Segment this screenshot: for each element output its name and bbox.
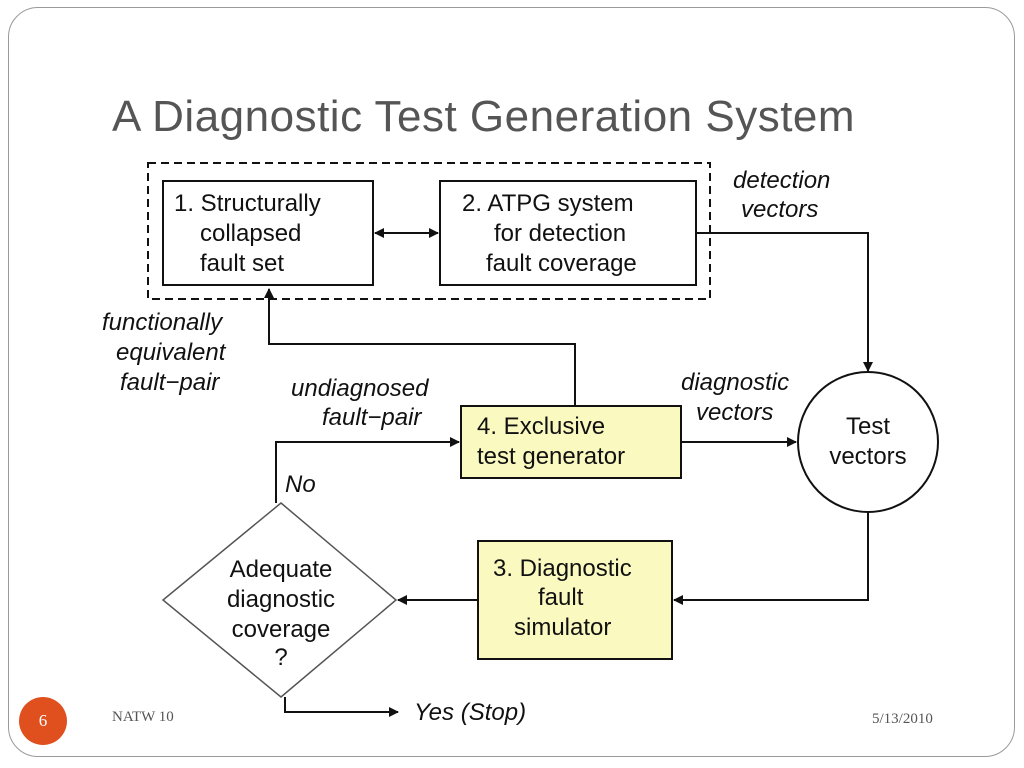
label-equivalent: equivalent xyxy=(116,339,227,366)
label-diagnostic-vectors: vectors xyxy=(696,399,773,426)
box-exclusive-line-2: test generator xyxy=(477,443,625,470)
label-fault-pair-2: fault−pair xyxy=(322,404,422,431)
label-yes-stop: Yes (Stop) xyxy=(414,699,526,726)
dashed-group xyxy=(147,162,711,300)
box-exclusive-test-generator xyxy=(460,405,682,479)
slide-number-badge: 6 xyxy=(19,697,67,745)
decision-diamond xyxy=(161,502,398,698)
box-fault-set-line-2: collapsed xyxy=(200,220,301,247)
arrow-no-to-exclusive xyxy=(275,437,460,503)
label-detection-vectors: vectors xyxy=(741,196,818,223)
decision-line-2: diagnostic xyxy=(227,586,335,613)
arrow-test-vectors-to-simulator xyxy=(673,512,869,605)
label-functionally: functionally xyxy=(102,309,224,336)
box-atpg-line-3: fault coverage xyxy=(486,250,637,277)
box-simulator-line-3: simulator xyxy=(514,614,611,641)
arrow-yes-stop xyxy=(284,697,399,717)
slide-frame xyxy=(8,7,1015,757)
decision-line-3: coverage xyxy=(232,616,331,643)
box-atpg-line-2: for detection xyxy=(494,220,626,247)
box-fault-set-line-3: fault set xyxy=(200,250,284,277)
decision-line-1: Adequate xyxy=(230,556,333,583)
slide-title: A Diagnostic Test Generation System xyxy=(112,92,856,141)
footer-event: NATW 10 xyxy=(112,709,174,725)
box-simulator-line-2: fault xyxy=(538,584,584,611)
box-fault-set xyxy=(162,180,374,286)
test-vectors-node xyxy=(797,371,939,513)
test-vectors-line-1: Test xyxy=(846,413,890,440)
footer-date: 5/13/2010 xyxy=(872,711,933,727)
label-detection: detection xyxy=(733,167,830,194)
box-atpg-line-1: 2. ATPG system xyxy=(462,190,634,217)
label-fault-pair-1: fault−pair xyxy=(120,369,220,396)
test-vectors-line-2: vectors xyxy=(829,443,906,470)
box-simulator-line-1: 3. Diagnostic xyxy=(493,555,632,582)
label-diagnostic: diagnostic xyxy=(681,369,789,396)
slide-number: 6 xyxy=(38,711,48,730)
box-exclusive-line-1: 4. Exclusive xyxy=(477,413,605,440)
label-undiagnosed: undiagnosed xyxy=(291,375,429,402)
box-fault-set-line-1: 1. Structurally xyxy=(174,190,321,217)
box-diagnostic-fault-simulator xyxy=(477,540,673,660)
decision-line-4: ? xyxy=(274,644,287,671)
arrow-detection-vectors xyxy=(696,232,873,372)
arrow-functionally-equivalent xyxy=(264,288,576,406)
label-no: No xyxy=(285,471,316,498)
